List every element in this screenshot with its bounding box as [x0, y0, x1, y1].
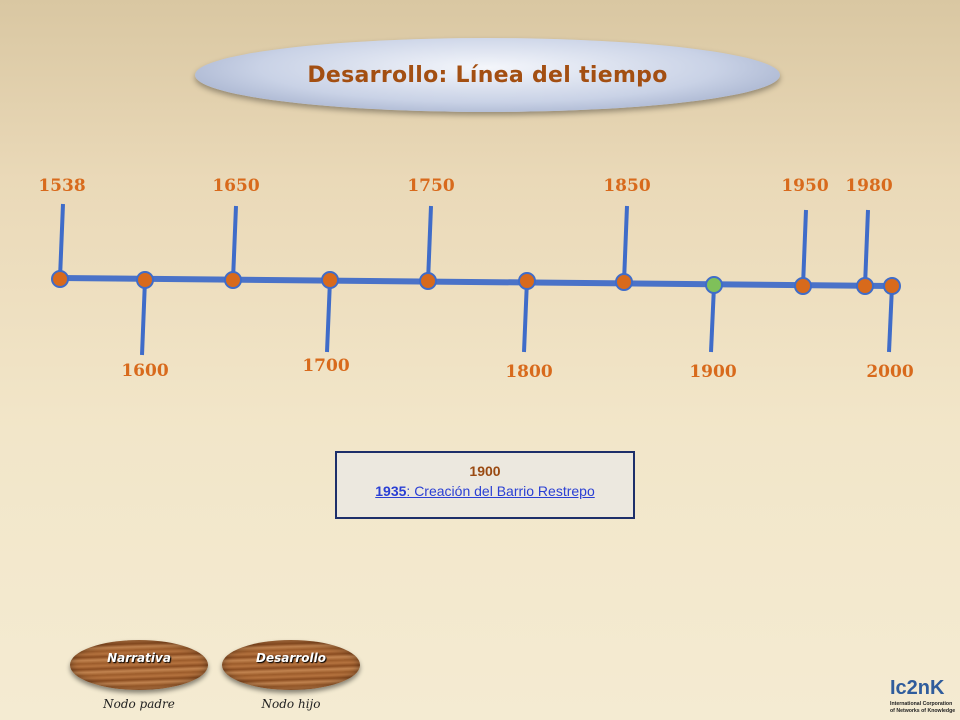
marker-1950[interactable]	[794, 277, 812, 295]
stem-1900	[709, 285, 716, 353]
year-label-1538[interactable]: 1538	[38, 176, 85, 196]
ic2nk-logo: Ic2nK International Corporation of Netwo…	[890, 677, 955, 714]
stem-1700	[325, 279, 332, 353]
stem-1650	[231, 205, 238, 281]
stem-1800	[522, 279, 529, 353]
info-year: 1900	[469, 463, 501, 479]
logo-subtitle-1: International Corporation	[890, 701, 952, 707]
child-node-label: Desarrollo	[256, 651, 326, 665]
page-title: Desarrollo: Línea del tiempo	[307, 62, 668, 88]
marker-1600[interactable]	[136, 271, 154, 289]
stem-2000	[887, 285, 894, 353]
child-node-caption: Nodo hijo	[261, 697, 321, 711]
parent-node-button[interactable]: Narrativa	[70, 640, 208, 690]
year-label-1850[interactable]: 1850	[603, 176, 650, 196]
marker-1800[interactable]	[518, 272, 536, 290]
year-label-1800[interactable]: 1800	[505, 362, 552, 382]
stem-1850	[622, 205, 629, 283]
child-node-button[interactable]: Desarrollo	[222, 640, 360, 690]
logo-text: Ic2nK	[890, 677, 945, 699]
year-label-1750[interactable]: 1750	[407, 176, 454, 196]
stem-1538	[58, 203, 65, 279]
stem-1950	[801, 209, 808, 287]
marker-1700[interactable]	[321, 271, 339, 289]
year-label-1980[interactable]: 1980	[845, 176, 892, 196]
parent-node-label: Narrativa	[107, 651, 171, 665]
stem-1980	[863, 209, 870, 287]
timeline-axis	[57, 275, 895, 289]
year-label-2000[interactable]: 2000	[866, 362, 913, 382]
event-link[interactable]: 1935: Creación del Barrio Restrepo	[337, 483, 633, 499]
year-label-1600[interactable]: 1600	[121, 361, 168, 381]
marker-2000[interactable]	[883, 277, 901, 295]
stem-1750	[426, 205, 433, 283]
marker-1980[interactable]	[856, 277, 874, 295]
event-link-year[interactable]: 1935	[375, 483, 407, 499]
year-label-1650[interactable]: 1650	[212, 176, 259, 196]
year-label-1700[interactable]: 1700	[302, 356, 349, 376]
logo-subtitle-2: of Networks of Knowledge	[890, 708, 955, 714]
marker-1538[interactable]	[51, 270, 69, 288]
marker-1750[interactable]	[419, 272, 437, 290]
marker-1900-selected[interactable]	[705, 276, 723, 294]
event-link-text[interactable]: : Creación del Barrio Restrepo	[406, 483, 595, 499]
parent-node-caption: Nodo padre	[103, 697, 175, 711]
info-box: 1900 1935: Creación del Barrio Restrepo	[335, 451, 635, 519]
marker-1650[interactable]	[224, 271, 242, 289]
marker-1850[interactable]	[615, 273, 633, 291]
stem-1600	[140, 279, 147, 356]
year-label-1900[interactable]: 1900	[689, 362, 736, 382]
title-banner: Desarrollo: Línea del tiempo	[195, 38, 780, 112]
timeline: 1538 1650 1750 1850 1950 1980 1600 1700 …	[38, 176, 913, 382]
year-label-1950[interactable]: 1950	[781, 176, 828, 196]
